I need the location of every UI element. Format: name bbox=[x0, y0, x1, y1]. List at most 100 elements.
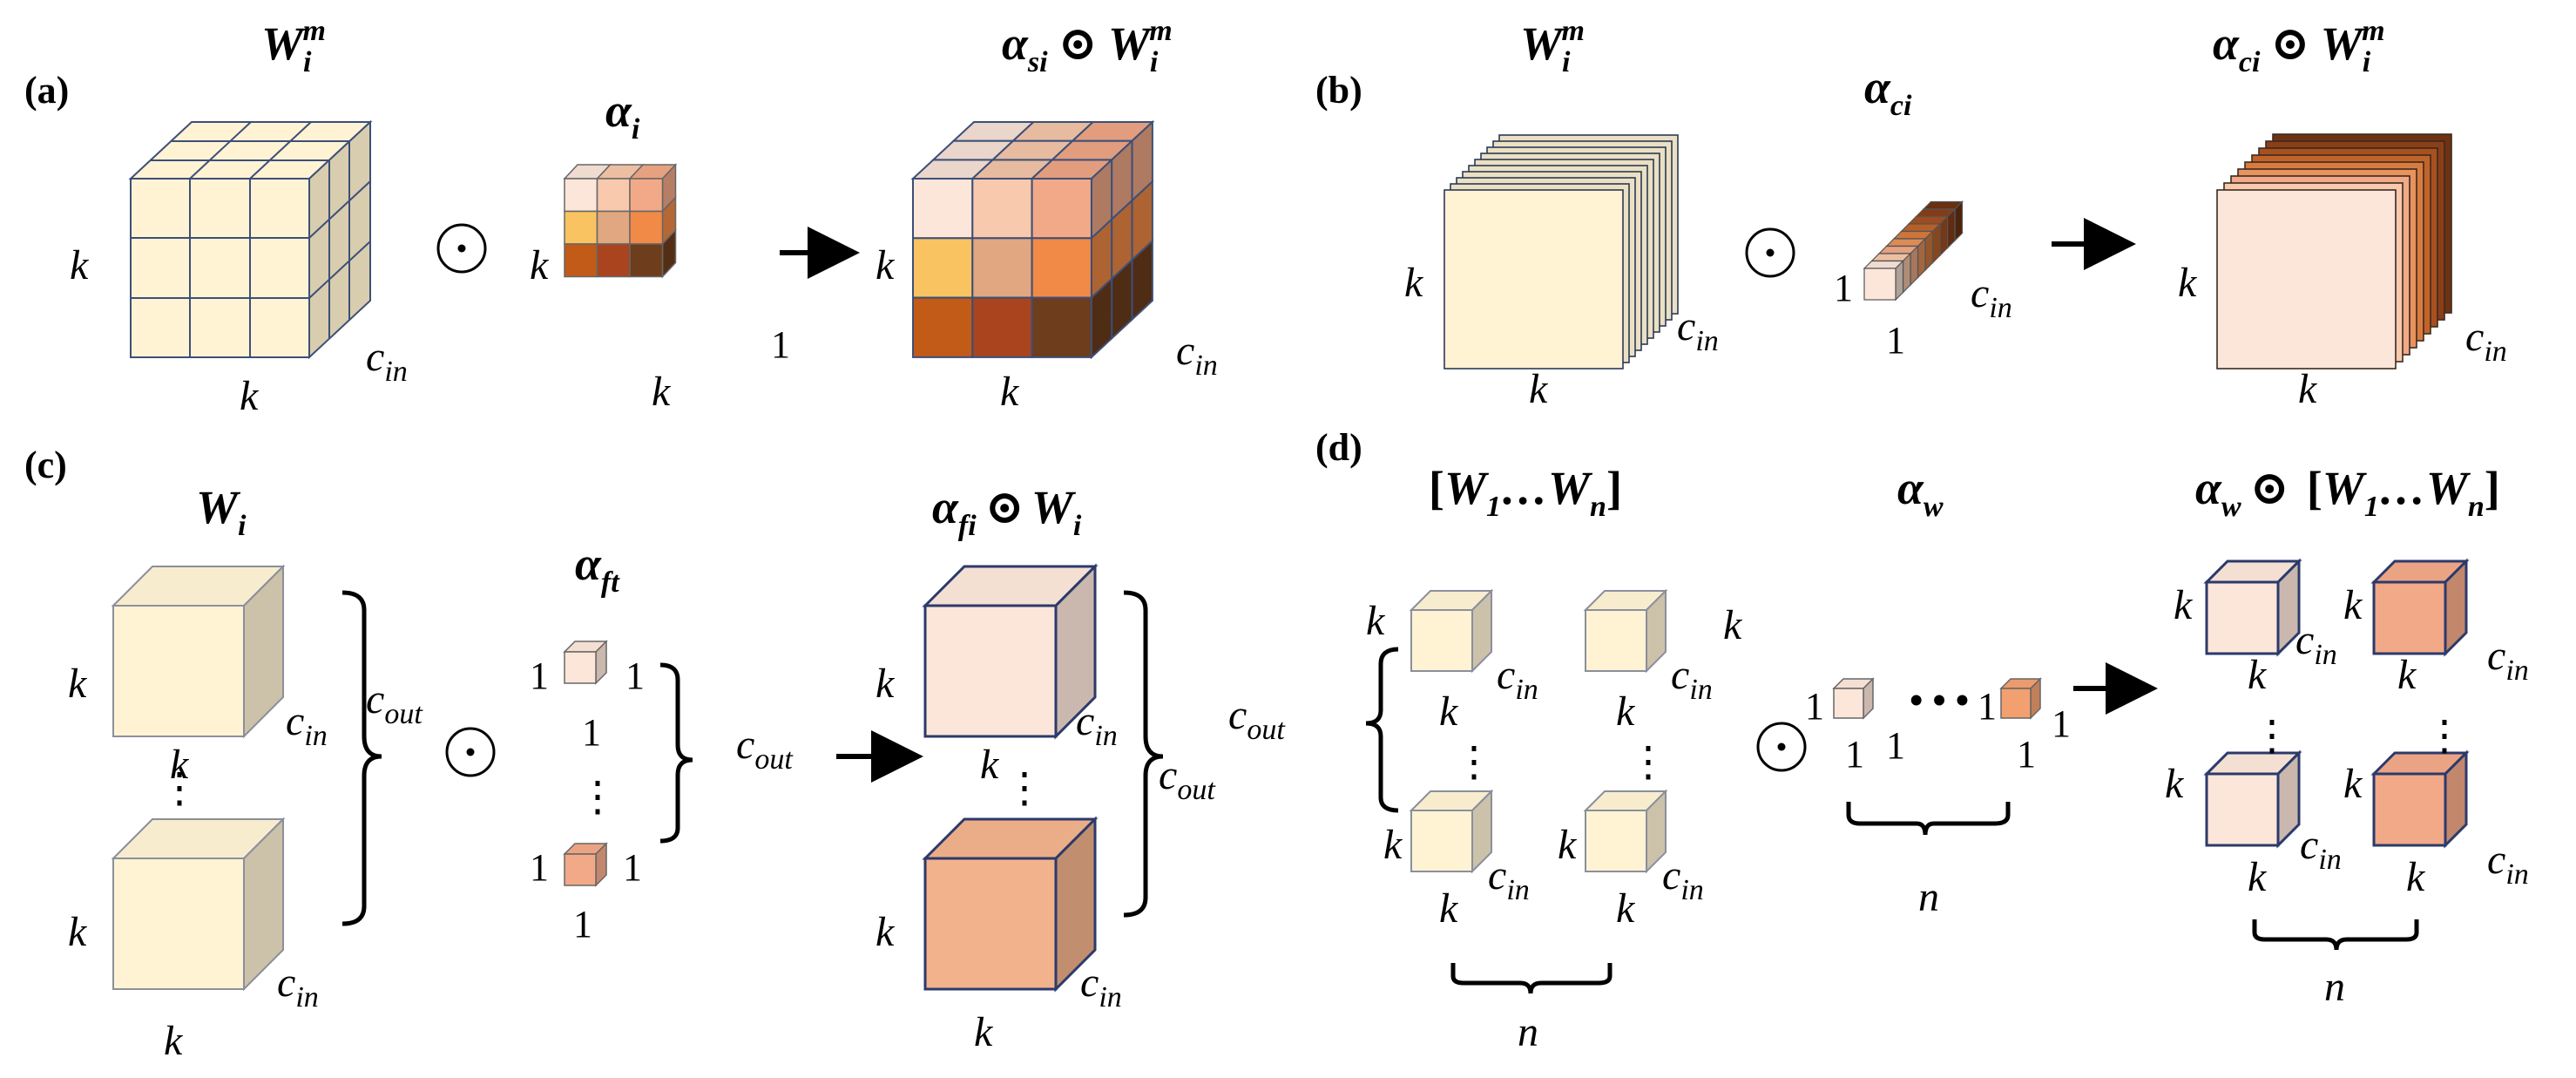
panel-a-title-w: Wim bbox=[261, 15, 326, 78]
panel-b-hadamard-icon bbox=[1745, 227, 1795, 278]
panel-b-title-w: Wim bbox=[1520, 15, 1585, 78]
panel-d-brace-n-alpha bbox=[1846, 802, 2011, 836]
panel-d-w1-k-top: k bbox=[1366, 598, 1386, 644]
panel-a-hadamard-icon bbox=[436, 223, 487, 274]
panel-b-cin: cin bbox=[1677, 303, 1719, 357]
result-wn-top bbox=[2370, 558, 2470, 657]
panel-c-cout-alpha: cout bbox=[736, 722, 794, 776]
panel-d: (d) [W1…Wn] αw αw⊙[W1…Wn] k cin k k cin … bbox=[1228, 426, 2529, 1055]
result-cell bbox=[971, 178, 1033, 240]
result-cell bbox=[1031, 296, 1092, 358]
panel-c-k-bot-left: k bbox=[68, 909, 88, 955]
result-cell bbox=[971, 237, 1033, 299]
panel-d-res-b-cin-top: cin bbox=[2487, 633, 2529, 687]
alpha-filter-top bbox=[563, 640, 608, 685]
panel-d-n-w: n bbox=[1518, 1009, 1538, 1055]
panel-a-k-bottom: k bbox=[240, 373, 260, 419]
result-wn-bottom bbox=[2370, 749, 2470, 849]
panel-c-vdots-result: ⋮ bbox=[1004, 765, 1045, 811]
panel-d-label: (d) bbox=[1315, 426, 1362, 469]
result-cell bbox=[912, 178, 974, 240]
panel-b-alpha-cin: cin bbox=[1971, 270, 2012, 324]
panel-d-res-a-cin-top: cin bbox=[2295, 617, 2337, 671]
alpha-cell bbox=[564, 210, 598, 245]
panel-d-alpha-one-a: 1 bbox=[1805, 685, 1824, 728]
panel-d-vdots-wn: ⋮ bbox=[1627, 739, 1669, 785]
panel-c-res-k-mid: k bbox=[980, 742, 1000, 788]
wn-cube-bottom bbox=[1583, 789, 1668, 874]
panel-d-w1-cin-top: cin bbox=[1497, 652, 1538, 706]
panel-c-result-cubes bbox=[922, 563, 1099, 993]
panel-c-filter-cubes bbox=[111, 564, 286, 992]
result-cube-top bbox=[922, 563, 1099, 740]
panel-c-brace-w bbox=[341, 590, 382, 926]
panel-a-result-cube bbox=[910, 119, 1155, 360]
panel-c-title-alpha: αft bbox=[575, 538, 620, 599]
panel-d-w1-cin-bot: cin bbox=[1488, 852, 1530, 906]
alpha-w-last bbox=[1999, 677, 2042, 720]
panel-b-w-slices bbox=[1444, 134, 1679, 370]
panel-a-result-k-bottom: k bbox=[1000, 369, 1020, 415]
result-cell bbox=[971, 296, 1033, 358]
alpha-cell bbox=[629, 243, 664, 278]
alpha-cell bbox=[629, 178, 664, 213]
panel-d-title-w: [W1…Wn] bbox=[1429, 462, 1622, 523]
result-slice bbox=[2216, 189, 2397, 370]
panel-c-res-k-bot: k bbox=[876, 909, 896, 955]
panel-d-result-cubes bbox=[2203, 558, 2470, 849]
panel-d-wn-k-bot: k bbox=[1558, 822, 1578, 868]
panel-a-label: (a) bbox=[24, 69, 69, 112]
panel-c-brace-alpha bbox=[659, 662, 693, 844]
panel-c-res-k-top: k bbox=[876, 661, 896, 707]
alpha-cell bbox=[629, 210, 664, 245]
panel-c-cout-w: cout bbox=[366, 676, 423, 730]
panel-d-res-a-k-top: k bbox=[2174, 582, 2194, 628]
panel-c-hadamard-icon bbox=[445, 727, 496, 777]
panel-c-vdots-alpha: ⋮ bbox=[577, 774, 619, 820]
panel-b-alpha-strip bbox=[1863, 200, 1964, 302]
panel-c-cin-top: cin bbox=[286, 698, 328, 752]
panel-c-alpha-cubes bbox=[563, 640, 608, 887]
panel-b-result-k-left: k bbox=[2178, 260, 2198, 306]
panel-c-res-cin-top: cin bbox=[1076, 698, 1118, 752]
panel-a-cin: cin bbox=[366, 334, 408, 388]
alpha-cell bbox=[596, 243, 631, 278]
panel-b-result-slices bbox=[2216, 133, 2452, 370]
panel-d-n-alpha: n bbox=[1918, 874, 1939, 920]
panel-d-alpha-one-d: 1 bbox=[1978, 685, 1997, 728]
panel-d-vdots-w1: ⋮ bbox=[1453, 739, 1495, 785]
filter-cube-bottom bbox=[111, 817, 286, 992]
panel-d-res-b-k-mid: k bbox=[2397, 652, 2417, 698]
alpha-cell bbox=[596, 178, 631, 213]
panel-c-cout-result: cout bbox=[1159, 752, 1216, 806]
panel-d-cout: cout bbox=[1228, 692, 1286, 746]
panel-c-alpha-one-bottom: 1 bbox=[573, 903, 592, 946]
panel-d-res-b-k-top: k bbox=[2343, 582, 2363, 628]
result-w1-top bbox=[2203, 558, 2302, 657]
panel-c-vdots-w: ⋮ bbox=[159, 765, 200, 811]
panel-a-title-result: αsi⊙Wim bbox=[1002, 15, 1173, 78]
panel-d-vdots-res-b: ⋮ bbox=[2424, 713, 2465, 759]
panel-a-title-alpha: αi bbox=[605, 85, 640, 146]
panel-d-res-c-cin: cin bbox=[2300, 822, 2342, 876]
panel-c-k-top-left: k bbox=[68, 661, 88, 707]
alpha-w-first bbox=[1832, 677, 1875, 720]
w1-cube-bottom bbox=[1409, 789, 1494, 874]
panel-c-cin-bot: cin bbox=[277, 959, 319, 1014]
panel-d-alpha-one-c: 1 bbox=[1886, 724, 1905, 767]
panel-d-res-d-k-left: k bbox=[2343, 761, 2363, 807]
panel-b-title-result: αci⊙Wim bbox=[2213, 15, 2385, 78]
panel-d-vdots-res-a: ⋮ bbox=[2251, 713, 2293, 759]
panel-d-wn-k-bottom: k bbox=[1616, 885, 1636, 932]
panel-d-alpha-one-b: 1 bbox=[1845, 733, 1864, 776]
panel-b: (b) Wim αci αci⊙Wim k k cin 1 1 cin k k … bbox=[1315, 15, 2507, 412]
result-cell bbox=[1031, 237, 1092, 299]
panel-d-w1-k-mid: k bbox=[1439, 688, 1459, 735]
panel-d-wn-k-mid: k bbox=[1616, 688, 1636, 735]
result-cell bbox=[912, 296, 974, 358]
panel-c-alpha-one-tr: 1 bbox=[625, 654, 645, 697]
panel-c-label: (c) bbox=[24, 444, 67, 486]
result-cube-bottom bbox=[922, 816, 1099, 993]
